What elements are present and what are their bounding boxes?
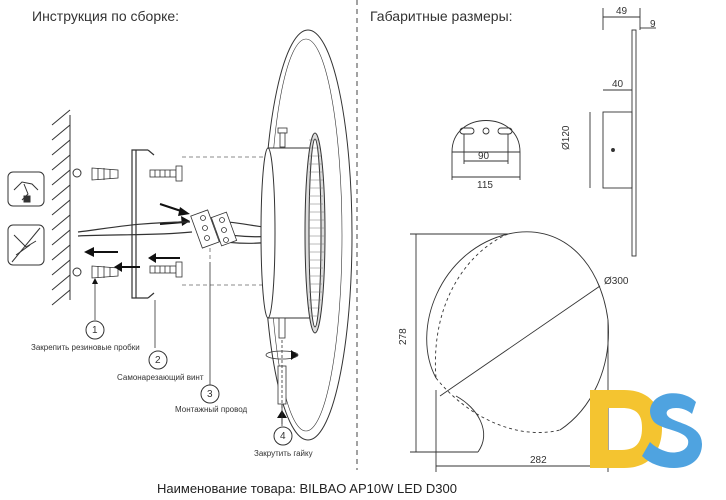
step-4-caption: Закрутить гайку (254, 449, 313, 458)
dim-top-hole-spacing: 90 (478, 151, 490, 162)
wall-hole-bottom (72, 267, 82, 277)
dimensions-heading: Габаритные размеры: (370, 8, 513, 24)
wires (77, 221, 273, 244)
step-3-caption: Монтажный провод (175, 405, 248, 414)
dim-top-width: 115 (477, 180, 493, 191)
step-4-number: 4 (280, 431, 286, 442)
terminal-block (190, 209, 238, 249)
front-view (410, 231, 609, 472)
led-strip (309, 139, 324, 317)
dim-front-diameter: Ø300 (604, 276, 629, 287)
side-view (589, 8, 656, 257)
dowel-top (91, 167, 119, 181)
ds-logo (584, 382, 704, 474)
top-view (451, 120, 521, 180)
step-3-number: 3 (207, 389, 213, 400)
wall-hole-top (72, 168, 82, 178)
top-screw (277, 127, 288, 148)
leader-lines (92, 262, 283, 426)
projection-lines (182, 135, 283, 286)
product-label: Наименование товара: BILBAO AP10W LED D3… (157, 481, 457, 496)
step-1-number: 1 (92, 325, 98, 336)
no-power-icon (7, 224, 45, 266)
step-circles (85, 320, 293, 446)
direction-arrows (84, 203, 190, 272)
wall-hatch (51, 109, 71, 306)
logo-s (642, 393, 702, 468)
dim-front-width: 282 (530, 455, 547, 466)
screw-top (149, 165, 183, 182)
screw-bottom (149, 261, 183, 278)
lamp-body (260, 29, 353, 441)
dim-top-diameter: Ø120 (561, 125, 572, 150)
dim-side-thin: 9 (650, 19, 656, 30)
dowel-bottom (91, 265, 119, 279)
dim-side-total: 49 (616, 6, 628, 17)
logo-d (590, 390, 662, 468)
step-2-caption: Самонарезающий винт (117, 373, 204, 382)
dim-front-height: 278 (398, 328, 409, 345)
dim-side-body: 40 (612, 79, 624, 90)
assembly-heading: Инструкция по сборке: (32, 8, 180, 24)
step-1-caption: Закрепить резиновые пробки (31, 343, 140, 352)
step-2-number: 2 (155, 355, 161, 366)
power-off-icon (7, 171, 45, 207)
